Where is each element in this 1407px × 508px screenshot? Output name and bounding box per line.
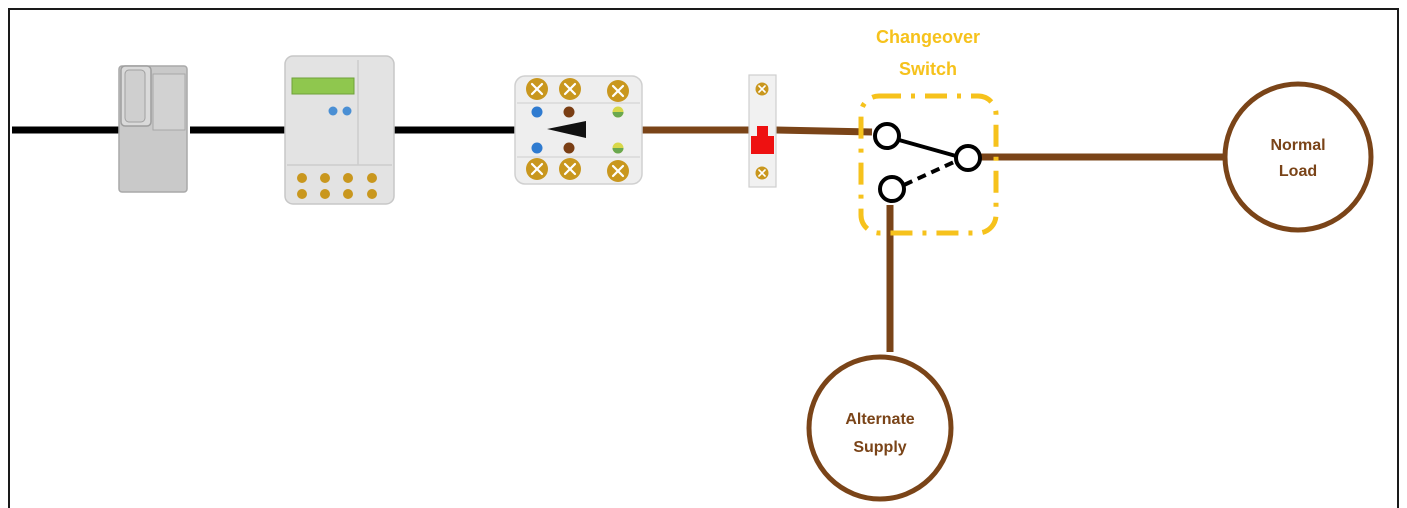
- service-cutout-icon: [118, 65, 188, 193]
- isolator-switch-icon: [514, 75, 643, 185]
- normal-load-label-line1: Normal: [1270, 137, 1325, 154]
- alternate-supply-node: Alternate Supply: [806, 354, 954, 502]
- changeover-switch-icon: [873, 122, 982, 203]
- normal-load-label-line2: Load: [1279, 163, 1317, 180]
- load-cable: [642, 126, 1225, 352]
- changeover-switch-label-line1: Changeover: [876, 27, 980, 47]
- diagram-border: [8, 8, 1399, 508]
- changeover-boundary: [858, 93, 999, 236]
- fuse-carrier-icon: [748, 74, 777, 188]
- alternate-supply-label-line1: Alternate: [845, 411, 914, 428]
- alternate-supply-label-line2: Supply: [853, 439, 906, 456]
- changeover-switch-label-line2: Switch: [899, 59, 957, 79]
- electricity-meter-icon: [284, 55, 395, 205]
- normal-load-node: Normal Load: [1222, 81, 1374, 233]
